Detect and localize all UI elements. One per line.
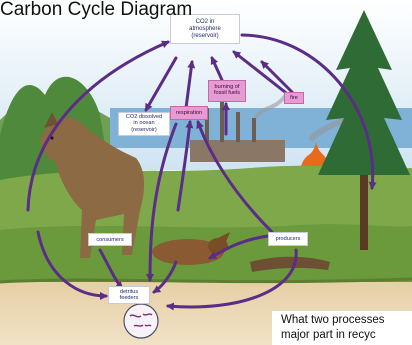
question-line-1: What two processes [281,313,412,328]
slide-title: Carbon Cycle Diagram [0,0,192,20]
question-text: What two processes major part in recyc [272,311,412,345]
fossil-fuels-label: burning of fossil fuels [208,80,246,102]
microbe-circle [124,304,158,338]
fire-label: fire [284,92,304,104]
co2-ocean-label: CO2 dissolved in ocean (reservoir) [118,112,170,136]
producers-label: producers [268,232,308,246]
question-line-2: major part in recyc [281,328,412,343]
respiration-label: respiration [170,106,208,120]
detritus-feeders-label: detritus feeders [108,286,150,304]
consumers-label: consumers [88,233,132,246]
